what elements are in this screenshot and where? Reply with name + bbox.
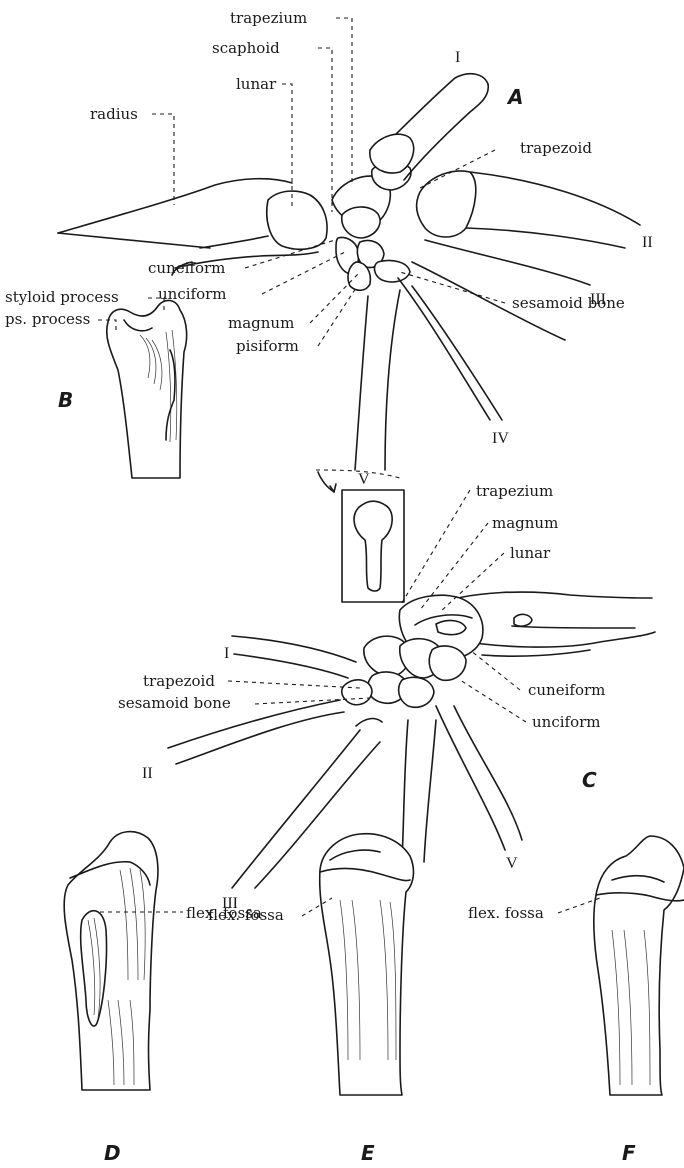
label-pisiform-a: pisiform: [236, 337, 299, 355]
label-trapezium-c: trapezium: [476, 482, 553, 500]
digit-v-c: V: [506, 855, 518, 872]
panel-letter-b: B: [58, 388, 73, 412]
digit-i-c: I: [224, 645, 229, 662]
label-sesamoid-c: sesamoid bone: [118, 694, 231, 712]
label-magnum-c: magnum: [492, 514, 558, 532]
digit-v-a: V: [358, 471, 370, 488]
label-trapezoid-a: trapezoid: [520, 139, 592, 157]
label-cuneiform-c: cuneiform: [528, 681, 605, 699]
label-trapezium-a: trapezium: [230, 9, 307, 27]
digit-ii-c: II: [142, 765, 153, 782]
digit-iii-a: III: [590, 291, 606, 308]
label-flex-fossa-e: flex. fossa: [208, 906, 284, 924]
label-ps-process: ps. process: [5, 310, 90, 328]
label-lunar-a: lunar: [236, 75, 277, 93]
digit-ii-a: II: [642, 234, 653, 251]
panel-letter-f: F: [622, 1141, 636, 1165]
label-lunar-c: lunar: [510, 544, 551, 562]
panel-letter-d: D: [104, 1141, 121, 1165]
label-cuneiform-a: cuneiform: [148, 259, 225, 277]
panel-b-drawing: [107, 300, 187, 478]
digit-iv-a: IV: [492, 430, 509, 447]
panel-d-drawing: [64, 832, 158, 1090]
label-magnum-a: magnum: [228, 314, 294, 332]
label-sesamoid-a: sesamoid bone: [512, 294, 625, 312]
label-styloid-process: styloid process: [5, 288, 119, 306]
label-unciform-c: unciform: [532, 713, 601, 731]
panel-f-drawing: [594, 836, 684, 1095]
panel-e-drawing: [320, 834, 414, 1095]
digit-i-a: I: [455, 49, 460, 66]
label-scaphoid-a: scaphoid: [212, 39, 280, 57]
panel-c-drawing: [168, 592, 655, 888]
label-flex-fossa-f: flex. fossa: [468, 904, 544, 922]
label-trapezoid-c: trapezoid: [143, 672, 215, 690]
panel-letter-c: C: [582, 768, 597, 792]
panel-letter-e: E: [361, 1141, 375, 1165]
panel-letter-a: A: [506, 85, 523, 109]
label-radius-a: radius: [90, 105, 138, 123]
